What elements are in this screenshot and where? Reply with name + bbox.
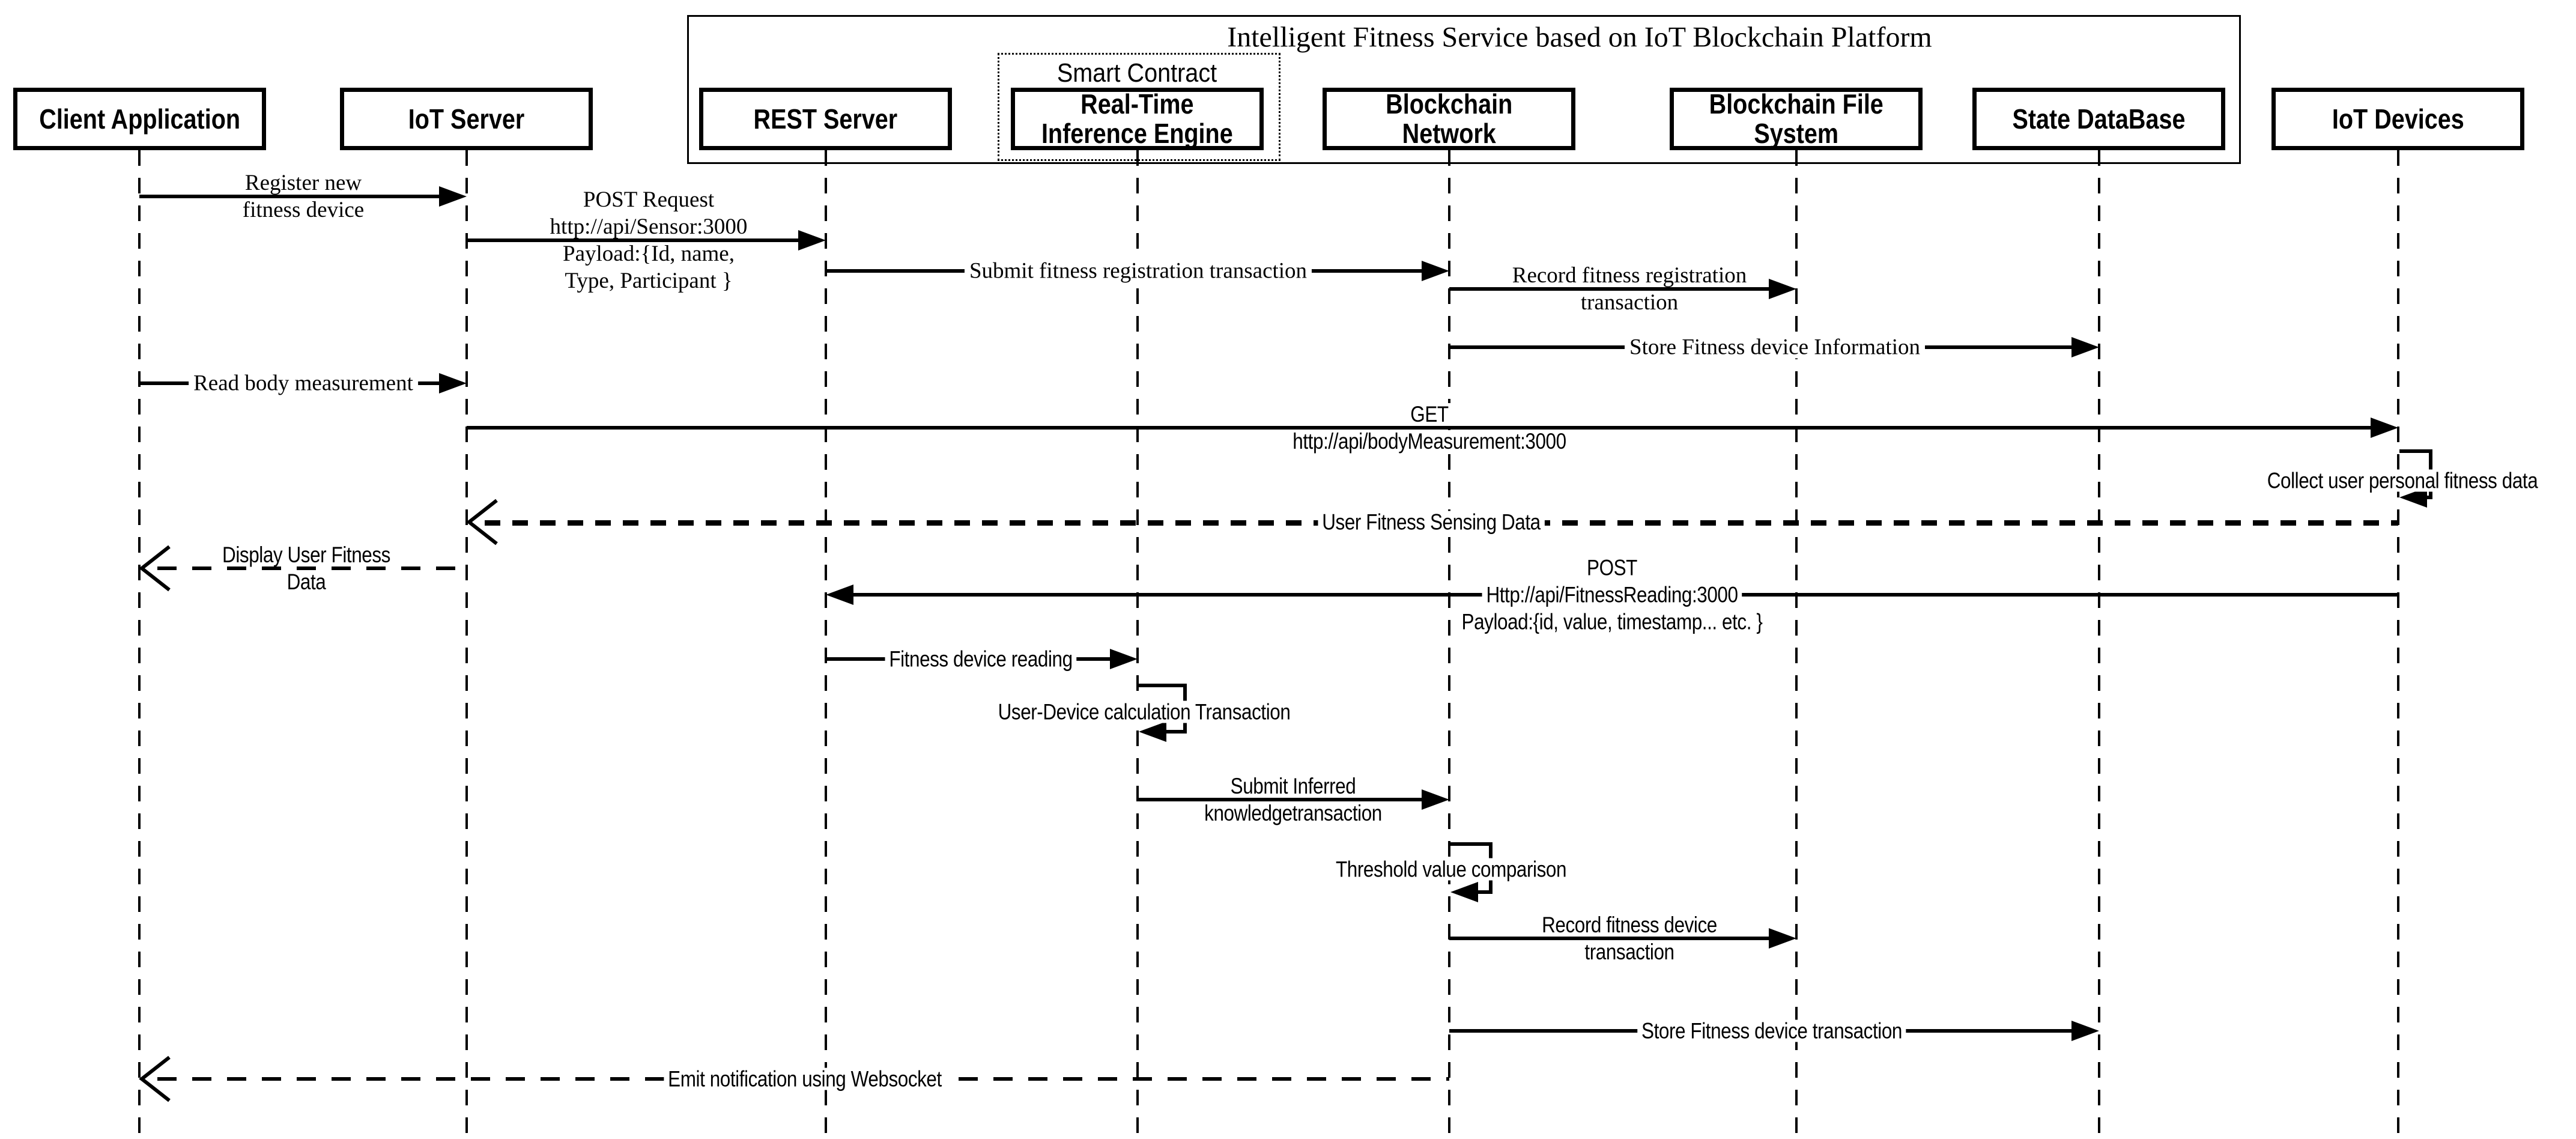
message-arrowhead	[1769, 279, 1796, 302]
lifeline-state-database	[2098, 150, 2100, 1135]
message-label: Submit fitness registration transaction	[964, 260, 1312, 282]
message-label: Threshold value comparison	[1332, 858, 1571, 881]
message-arrowhead	[2371, 418, 2398, 441]
message-label: Emit notification using Websocket	[664, 1068, 946, 1090]
lifeline-rest-server	[825, 150, 827, 1135]
lifeline-client-application	[138, 150, 141, 1135]
self-call-arrowhead	[2399, 487, 2427, 511]
actor-iot-devices: IoT Devices	[2271, 88, 2524, 150]
message-arrowhead	[439, 373, 467, 396]
message-label: User Fitness Sensing Data	[1318, 511, 1545, 533]
smart-contract-label: Smart Contract	[1056, 58, 1217, 88]
message-arrowhead	[439, 186, 467, 210]
message-line	[157, 566, 467, 570]
message-line	[1138, 798, 1424, 801]
self-call-arrowhead	[1139, 721, 1166, 745]
message-line	[1449, 937, 1771, 940]
self-call-top-line	[2399, 449, 2432, 453]
lifeline-iot-devices	[2397, 150, 2399, 1135]
actor-label: Client Application	[39, 103, 240, 135]
actor-label: REST Server	[753, 103, 898, 135]
message-line	[467, 426, 2373, 430]
message-arrowhead	[798, 230, 826, 254]
self-call-return-line	[1470, 890, 1493, 894]
message-line	[139, 195, 441, 198]
message-arrowhead	[1769, 928, 1796, 952]
message-arrowhead	[1422, 789, 1449, 813]
message-label: Store Fitness device Information	[1625, 336, 1925, 359]
message-arrowhead	[2071, 337, 2099, 360]
message-arrowhead	[465, 497, 499, 550]
self-call-arrowhead	[1450, 882, 1478, 905]
message-arrowhead	[1422, 261, 1449, 284]
message-arrowhead	[138, 543, 172, 597]
message-label: User-Device calculation Transaction	[993, 700, 1295, 723]
lifeline-blockchain-network	[1448, 150, 1450, 1135]
message-line	[467, 238, 801, 242]
message-arrowhead	[826, 585, 853, 608]
actor-label: IoT Devices	[2332, 103, 2464, 135]
actor-iot-server: IoT Server	[340, 88, 593, 150]
message-label: Read body measurement	[189, 372, 418, 395]
message-label: Store Fitness device transaction	[1637, 1019, 1906, 1042]
lifeline-blockchain-file-system	[1795, 150, 1798, 1135]
message-label: Collect user personal fitness data	[2262, 469, 2542, 492]
lifeline-inference-engine	[1136, 150, 1139, 1135]
platform-frame	[687, 15, 2241, 164]
platform-frame-title: Intelligent Fitness Service based on IoT…	[1227, 21, 1932, 53]
self-call-return-line	[1158, 730, 1187, 734]
self-call-top-line	[1139, 684, 1187, 687]
message-line	[1449, 287, 1771, 291]
message-arrowhead	[1110, 649, 1138, 672]
actor-label: IoT Server	[408, 103, 525, 135]
actor-client-application: Client Application	[13, 88, 266, 150]
self-call-top-line	[1450, 842, 1493, 846]
message-arrowhead	[138, 1054, 172, 1107]
lifeline-iot-server	[465, 150, 468, 1135]
message-arrowhead	[2071, 1021, 2099, 1044]
actor-label: State DataBase	[2012, 103, 2186, 135]
message-label: Fitness device reading	[885, 648, 1077, 670]
actor-rest-server: REST Server	[699, 88, 952, 150]
actor-state-database: State DataBase	[1972, 88, 2225, 150]
smart-contract-group	[998, 53, 1280, 161]
